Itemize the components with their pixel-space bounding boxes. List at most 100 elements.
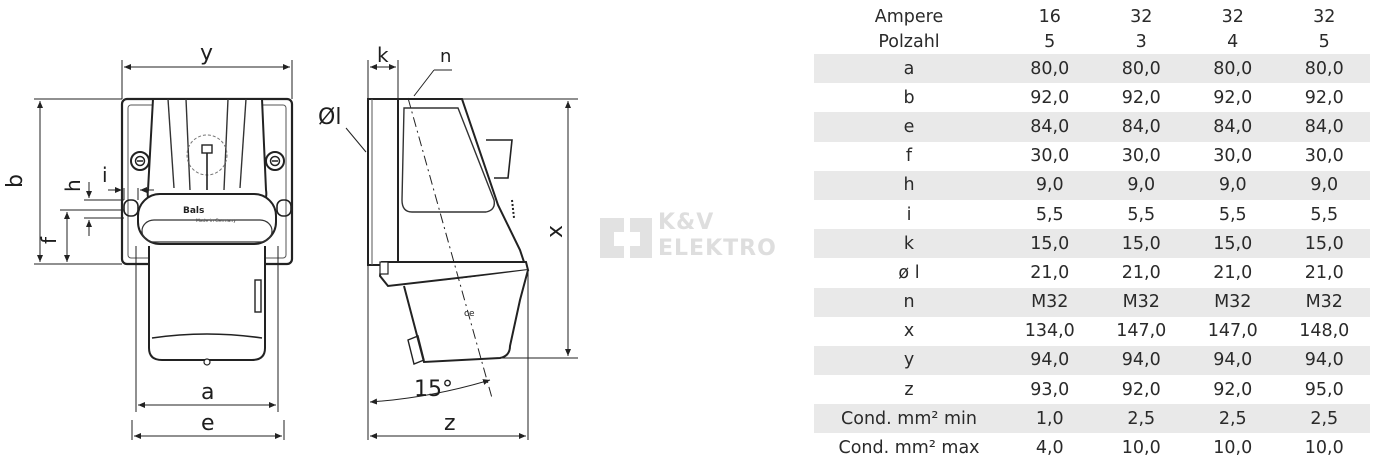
row-label: y	[814, 345, 1004, 376]
screw-left-icon	[130, 151, 150, 171]
header-row-polzahl: Polzahl 5 3 4 5	[814, 30, 1370, 55]
table-cell: 94,0	[1278, 345, 1370, 376]
table-row: x 134,0 147,0 147,0 148,0	[814, 317, 1370, 346]
dim-label-b: b	[3, 174, 28, 188]
side-dimensions	[345, 60, 578, 440]
table-row: f 30,0 30,0 30,0 30,0	[814, 142, 1370, 171]
front-dimensions	[34, 60, 293, 440]
table-cell: M32	[1004, 287, 1096, 317]
table-cell: 2,5	[1187, 404, 1279, 434]
screw-right-icon	[265, 151, 285, 171]
table-cell: 30,0	[1213, 146, 1253, 167]
dim-label-k: k	[377, 43, 389, 67]
table-cell: 92,0	[1030, 87, 1070, 108]
table-cell: 147,0	[1116, 321, 1167, 342]
table-cell: 5,5	[1310, 204, 1339, 225]
table-cell: 134,0	[1024, 321, 1075, 342]
table-cell: 30,0	[1121, 146, 1161, 167]
front-spout	[148, 246, 266, 361]
header-label: Polzahl	[878, 31, 940, 52]
table-cell: 92,0	[1213, 379, 1253, 400]
header-cell: 32	[1130, 7, 1153, 27]
table-cell: 92,0	[1121, 379, 1161, 400]
row-label: ø l	[898, 262, 920, 283]
row-label: x	[903, 321, 915, 342]
dim-label-angle: 15°	[414, 377, 453, 402]
header-cell: 32	[1221, 7, 1244, 27]
table-cell: 4,0	[1035, 438, 1064, 459]
table-cell: 80,0	[1187, 54, 1279, 84]
row-label: Cond. mm² max	[838, 438, 980, 459]
table-cell: 9,0	[1278, 170, 1370, 200]
row-label: h	[814, 170, 1004, 200]
table-cell: 2,5	[1278, 404, 1370, 434]
front-view: Bals Made in Germany	[120, 97, 294, 366]
dim-label-h: h	[61, 179, 85, 192]
table-cell: 30,0	[1030, 146, 1070, 167]
table-cell: 15,0	[1187, 229, 1279, 259]
watermark-text-line2: ELEKTRO	[658, 236, 777, 261]
dim-label-n: n	[440, 46, 451, 67]
table-cell: 21,0	[1304, 262, 1344, 283]
table-cell: 21,0	[1213, 262, 1253, 283]
table-cell: 2,5	[1095, 404, 1187, 434]
header-row-ampere: Ampere 16 32 32 32	[814, 5, 1370, 30]
table-cell: M32	[1278, 287, 1370, 317]
header-cell: 5	[1044, 31, 1056, 52]
table-cell: 15,0	[1278, 229, 1370, 259]
dim-label-l: Øl	[318, 105, 341, 130]
table-cell: 84,0	[1004, 112, 1096, 142]
side-view: ce	[367, 97, 530, 399]
watermark-text-line1: K&V	[658, 210, 715, 235]
row-label: Cond. mm² min	[814, 404, 1004, 434]
row-label: i	[906, 204, 912, 225]
header-label: Ampere	[874, 7, 944, 27]
dim-label-y: y	[200, 41, 213, 66]
table-cell: 30,0	[1304, 146, 1344, 167]
watermark-emblem-icon	[600, 218, 652, 258]
table-cell: 5,5	[1035, 204, 1064, 225]
table-cell: 9,0	[1095, 170, 1187, 200]
header-cell: 5	[1318, 31, 1330, 52]
table-cell: 94,0	[1095, 345, 1187, 376]
dim-label-e: e	[201, 411, 215, 436]
table-cell: M32	[1095, 287, 1187, 317]
side-housing	[397, 98, 526, 263]
side-dimension-labels: k n Øl x 15° z	[318, 43, 568, 436]
table-cell: 92,0	[1121, 87, 1161, 108]
table-cell: 84,0	[1278, 112, 1370, 142]
table-cell: 84,0	[1095, 112, 1187, 142]
table-cell: 10,0	[1121, 438, 1161, 459]
table-cell: 93,0	[1030, 379, 1070, 400]
table-cell: 5,5	[1218, 204, 1247, 225]
table-cell: 9,0	[1187, 170, 1279, 200]
table-cell: M32	[1187, 287, 1279, 317]
table-cell: 147,0	[1207, 321, 1258, 342]
watermark-logo: K&V ELEKTRO	[596, 210, 792, 266]
row-label: n	[814, 287, 1004, 317]
row-label: f	[905, 146, 913, 167]
table-cell: 95,0	[1304, 379, 1344, 400]
table-cell: 80,0	[1278, 54, 1370, 84]
header-cell: 16	[1038, 7, 1061, 27]
table-cell: 94,0	[1004, 345, 1096, 376]
table-cell: 9,0	[1004, 170, 1096, 200]
brand-marking: Bals	[183, 206, 204, 216]
row-label: z	[904, 379, 914, 400]
dim-label-f: f	[37, 236, 61, 244]
table-cell: 92,0	[1304, 87, 1344, 108]
table-cell: 80,0	[1004, 54, 1096, 84]
table-cell: 15,0	[1004, 229, 1096, 259]
row-label: k	[814, 229, 1004, 259]
table-cell: 148,0	[1299, 321, 1350, 342]
front-collar	[137, 193, 277, 245]
